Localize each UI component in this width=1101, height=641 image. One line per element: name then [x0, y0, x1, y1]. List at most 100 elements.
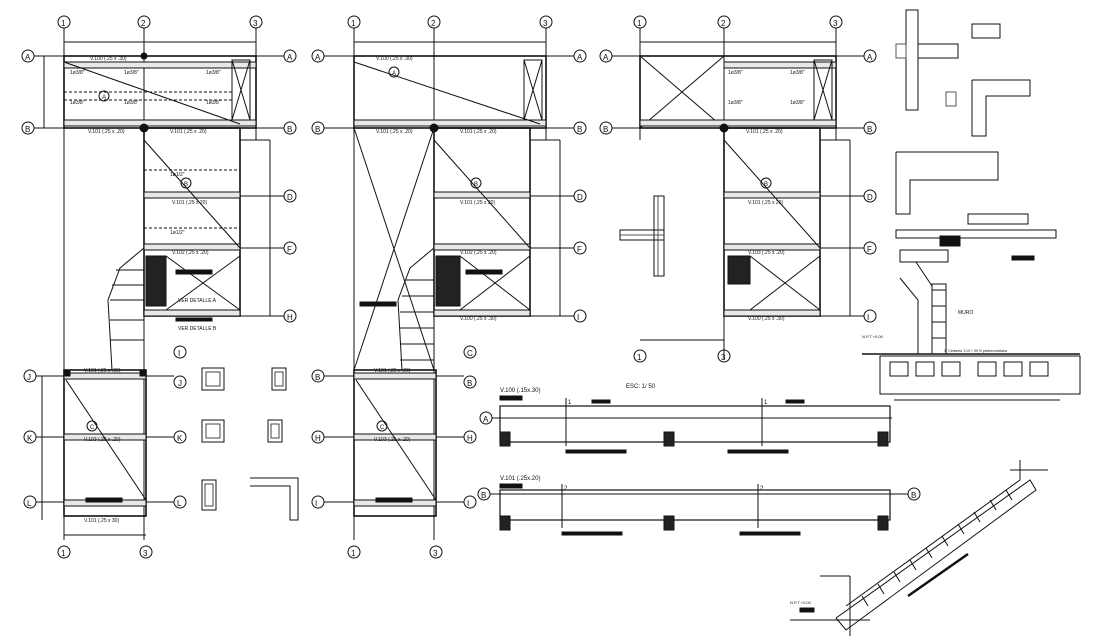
section-mark-2: 2: [760, 486, 764, 492]
grid-bubble-1: 1: [351, 19, 356, 28]
grid-bubble-B: B: [603, 125, 608, 134]
grid-bubble-1: 1: [61, 19, 66, 28]
grid-bubble-A: A: [25, 53, 31, 62]
beam-label-v101: V.101 (.25 x .20): [746, 129, 783, 135]
grid-bubble-K: K: [27, 434, 33, 443]
elevation-title-1: V.100 (.15x.30): [500, 388, 540, 394]
foundation-note: 1° Cimiento 1:10 + 30 % piedra mediana: [944, 349, 1007, 353]
grid-bubble-3: 3: [833, 19, 838, 28]
grid-bubble-H: H: [315, 434, 321, 443]
rebar-tag: 1ø3/8": [124, 100, 139, 106]
grid-bubble-3: 3: [253, 19, 258, 28]
grid-bubble-I: I: [867, 313, 869, 322]
section-mark-a: A: [102, 95, 106, 101]
beam-label-lower-2: V.103 (.25 x .20): [84, 437, 121, 443]
beam-label-v102: V.102 (.25 x .20): [460, 250, 497, 256]
plan-1: 1 2 3 1 3 A A B B D F H I J J K K L L V.…: [21, 15, 299, 559]
beam-label-lower-3: V.101 (.25 x 30): [84, 518, 119, 524]
beam-elevation-v101: V.101 (.25x.20) B B 2 2: [477, 476, 921, 536]
grid-bubble-D: D: [577, 193, 583, 202]
grid-bubble-D: D: [287, 193, 293, 202]
grid-bubble-1-bottom: 1: [61, 549, 66, 558]
rebar-tag: 1ø3/8": [124, 70, 139, 76]
scale-label: ESC: 1/ 50: [626, 384, 656, 390]
grid-bubble-B: B: [481, 491, 486, 500]
rebar-tag: 1ø3/8": [728, 100, 743, 106]
grid-bubble-B-lower: B: [467, 379, 472, 388]
rebar-tag: 1ø3/8": [70, 70, 85, 76]
beam-label-v101b: V.101 (.25 x 20): [460, 200, 495, 206]
section-mark-1: 1: [568, 400, 572, 406]
grid-bubble-2: 2: [431, 19, 436, 28]
beam-label-v100-lower: V.100 (.25 x .30): [460, 316, 497, 322]
grid-bubble-B: B: [315, 125, 320, 134]
section-mark-2: 2: [564, 486, 568, 492]
beam-label-v101: V.101 (.25 x .20): [460, 129, 497, 135]
grid-bubble-3-bottom: 3: [433, 549, 438, 558]
grid-bubble-A: A: [603, 53, 609, 62]
beam-label-v101b: V.101 (.25 x 20): [172, 200, 207, 206]
grid-bubble-3-bottom: 3: [721, 353, 726, 362]
beam-label-lower-2: V.103 (.25 x .20): [374, 437, 411, 443]
rebar-tag: 1ø3/8": [728, 70, 743, 76]
grid-bubble-2: 2: [721, 19, 726, 28]
grid-bubble-H: H: [287, 313, 293, 322]
grid-bubble-I: I: [178, 349, 180, 358]
grid-bubble-1-bottom: 1: [351, 549, 356, 558]
beam-label-v100-lower: V.100 (.25 x .30): [748, 316, 785, 322]
grid-bubble-L-right: L: [177, 499, 182, 508]
section-mark-b: B: [474, 182, 478, 188]
grid-bubble-B-right: B: [867, 125, 872, 134]
slab-tag: 1ø1/2": [170, 172, 185, 178]
grid-bubble-B: B: [25, 125, 30, 134]
stair-level-mark: N.P.T +0.00: [790, 600, 812, 605]
rebar-tag: 1ø3/8": [70, 100, 85, 106]
rebar-tag: 1ø3/8": [790, 70, 805, 76]
grid-bubble-1: 1: [637, 19, 642, 28]
grid-bubble-F: F: [867, 245, 872, 254]
grid-bubble-D: D: [867, 193, 873, 202]
section-mark-c: C: [380, 425, 385, 431]
rebar-tag: 1ø3/8": [206, 100, 221, 106]
wall-foundation-detail: MURO N.P.T +0.00 1° Cimiento 1:10 + 30 %…: [862, 213, 1081, 401]
grid-bubble-A: A: [315, 53, 321, 62]
note-ver-detalle-a: VER DETALLE A: [178, 298, 217, 304]
grid-bubble-3: 3: [543, 19, 548, 28]
beam-label-v101-right: V.101 (.25 x .20): [170, 129, 207, 135]
grid-bubble-K-right: K: [177, 434, 183, 443]
note-ver-detalle-b: VER DETALLE B: [178, 326, 217, 332]
rebar-tag: 1ø3/8": [790, 100, 805, 106]
connection-details: [895, 9, 1031, 215]
grid-bubble-F: F: [287, 245, 292, 254]
grid-bubble-A-right: A: [577, 53, 583, 62]
section-mark-c: C: [90, 425, 95, 431]
grid-bubble-B-right: B: [287, 125, 292, 134]
grid-bubble-I: I: [577, 313, 579, 322]
level-mark: N.P.T +0.00: [862, 334, 884, 339]
beam-label-lower-1: V.101 (.25 x .20): [84, 368, 121, 374]
beam-label-v101b: V.101 (.25 x 20): [748, 200, 783, 206]
section-mark-b: B: [184, 182, 188, 188]
grid-bubble-H-right: H: [467, 434, 473, 443]
beam-label-v101: V.101 (.25 x .20): [376, 129, 413, 135]
grid-bubble-I-right: I: [467, 499, 469, 508]
elevation-title-2: V.101 (.25x.20): [500, 476, 540, 482]
grid-bubble-A-right: A: [867, 53, 873, 62]
grid-bubble-L: L: [27, 499, 32, 508]
rebar-tag: 1ø3/8": [206, 70, 221, 76]
section-mark-a: A: [392, 71, 396, 77]
grid-bubble-2: 2: [141, 19, 146, 28]
grid-bubble-3-bottom: 3: [143, 549, 148, 558]
beam-label-v100: V.100 (.25 x .30): [376, 56, 413, 62]
stair-section: N.P.T +0.00: [790, 460, 1048, 636]
section-mark-1: 1: [764, 400, 768, 406]
grid-bubble-A-right: A: [287, 53, 293, 62]
wall-label: MURO: [958, 310, 973, 316]
plan-3: 1 2 3 1 3 A A B B D F I 1ø3/8" 1ø3/8" 1ø…: [599, 15, 877, 363]
grid-bubble-J: J: [27, 373, 31, 382]
beam-elevation-v100: ESC: 1/ 50 V.100 (.15x.30) A 1 1: [479, 384, 892, 454]
beam-label-v100: V.100 (.25 x .30): [90, 56, 127, 62]
grid-bubble-1-bottom: 1: [637, 353, 642, 362]
grid-bubble-C: C: [467, 349, 473, 358]
